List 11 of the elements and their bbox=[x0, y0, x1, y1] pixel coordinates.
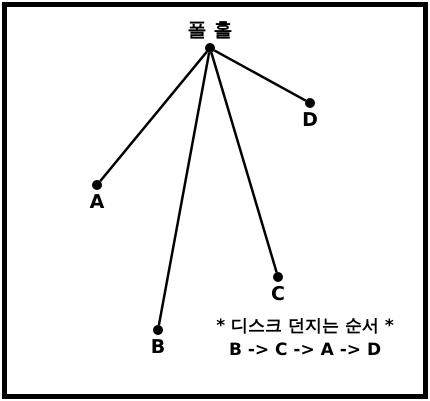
connector-line bbox=[99, 51, 208, 182]
connector-line bbox=[210, 52, 278, 273]
point-label: D bbox=[302, 109, 318, 131]
point-label: 폴 홀 bbox=[188, 19, 232, 41]
point-label: C bbox=[271, 283, 285, 305]
note-text: B -> C -> A -> D bbox=[228, 339, 382, 362]
point-label: A bbox=[90, 191, 104, 213]
connector-line bbox=[214, 49, 306, 102]
point-label: B bbox=[150, 336, 166, 358]
note-heading: * 디스크 던지는 순서 * bbox=[215, 315, 395, 338]
connector-line bbox=[158, 52, 210, 326]
